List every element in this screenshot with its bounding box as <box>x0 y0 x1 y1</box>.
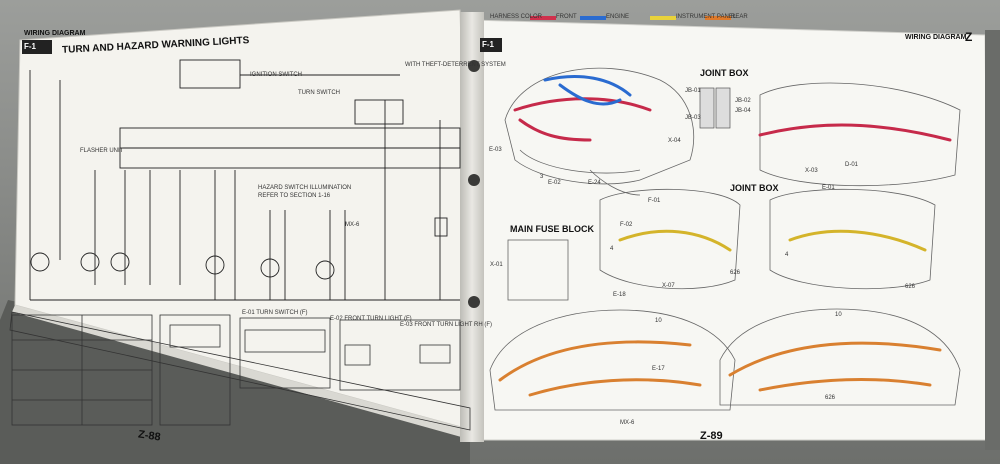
x03-label: X-03 <box>805 168 818 174</box>
joint-boxes <box>699 87 731 129</box>
binder-hole <box>468 174 480 186</box>
section-code-box <box>22 40 52 54</box>
e01-label: E-01 <box>822 185 835 191</box>
callout-10a: 10 <box>655 318 662 324</box>
connector-e03: E-03 FRONT TURN LIGHT RH (F) <box>400 322 493 328</box>
connector-table <box>9 311 471 431</box>
right-shadow <box>985 30 1000 450</box>
callout-10b: 10 <box>835 312 842 318</box>
mx6-label-right: MX-6 <box>620 420 635 426</box>
legend-engine: ENGINE <box>606 14 630 20</box>
harness-wires <box>498 75 952 397</box>
callout-3: 3 <box>540 174 544 180</box>
right-illustrations <box>489 67 961 411</box>
right-section-letter: Z <box>965 30 973 44</box>
hazard-illum-label: HAZARD SWITCH ILLUMINATION <box>258 185 352 191</box>
e24-label: E-24 <box>588 180 601 186</box>
callout-4b: 4 <box>785 252 789 258</box>
legend-front-swatch <box>530 16 556 20</box>
n626a-label: 626 <box>905 284 916 290</box>
n626b-label: 626 <box>730 270 741 276</box>
legend-rear: REAR <box>731 14 748 20</box>
right-section-code-box <box>480 38 502 52</box>
connector-e02: E-02 FRONT TURN LIGHT (F) <box>330 316 412 322</box>
n626c-label: 626 <box>825 395 836 401</box>
connector-e01: E-01 TURN SWITCH (F) <box>242 310 308 316</box>
flasher-unit-label: FLASHER UNIT <box>80 148 124 154</box>
joint-box-label-2: JOINT BOX <box>730 183 779 193</box>
right-header: WIRING DIAGRAM <box>905 34 967 41</box>
left-header: WIRING DIAGRAM <box>24 30 86 37</box>
theft-label: WITH THEFT-DETERRENT SYSTEM <box>405 62 506 68</box>
legend-engine-swatch <box>580 16 606 20</box>
binder-hole <box>468 296 480 308</box>
legend-ip: INSTRUMENT PANEL <box>676 14 737 20</box>
jb02-label: JB-02 <box>735 98 751 104</box>
e17-label: E-17 <box>652 366 665 372</box>
main-fuse-block-label: MAIN FUSE BLOCK <box>510 224 594 234</box>
f02-label: F-02 <box>620 222 633 228</box>
left-section-code: F-1 <box>24 42 36 51</box>
jb04-label: JB-04 <box>735 108 751 114</box>
f01-label: F-01 <box>648 198 661 204</box>
jb01-label: JB-01 <box>685 88 701 94</box>
jb03-label: JB-03 <box>685 115 701 121</box>
legend-ip-swatch <box>650 16 676 20</box>
e18-label: E-18 <box>613 292 626 298</box>
right-page-number: Z-89 <box>700 430 723 442</box>
x01-label: X-01 <box>490 262 503 268</box>
joint-box-label: JOINT BOX <box>700 68 749 78</box>
book-spine <box>460 12 484 442</box>
left-schematic <box>29 59 461 301</box>
binder-hole <box>468 60 480 72</box>
legend-title: HARNESS COLOR <box>490 14 543 20</box>
legend-front: FRONT <box>556 14 577 20</box>
legend-rear-swatch <box>705 16 731 20</box>
x07-label: X-07 <box>662 283 675 289</box>
e02-label: E-02 <box>548 180 561 186</box>
right-section-code: F-1 <box>482 40 494 49</box>
d01-label: D-01 <box>845 162 859 168</box>
callout-4a: 4 <box>610 246 614 252</box>
refer-section-label: REFER TO SECTION 1-16 <box>258 193 331 199</box>
x04-label: X-04 <box>668 138 681 144</box>
turn-switch-label: TURN SWITCH <box>298 90 340 96</box>
mx6-label-left: MX-6 <box>345 222 360 228</box>
left-page-edge <box>12 305 472 440</box>
e03-label: E-03 <box>489 147 502 153</box>
ignition-switch-label: IGNITION SWITCH <box>250 72 302 78</box>
